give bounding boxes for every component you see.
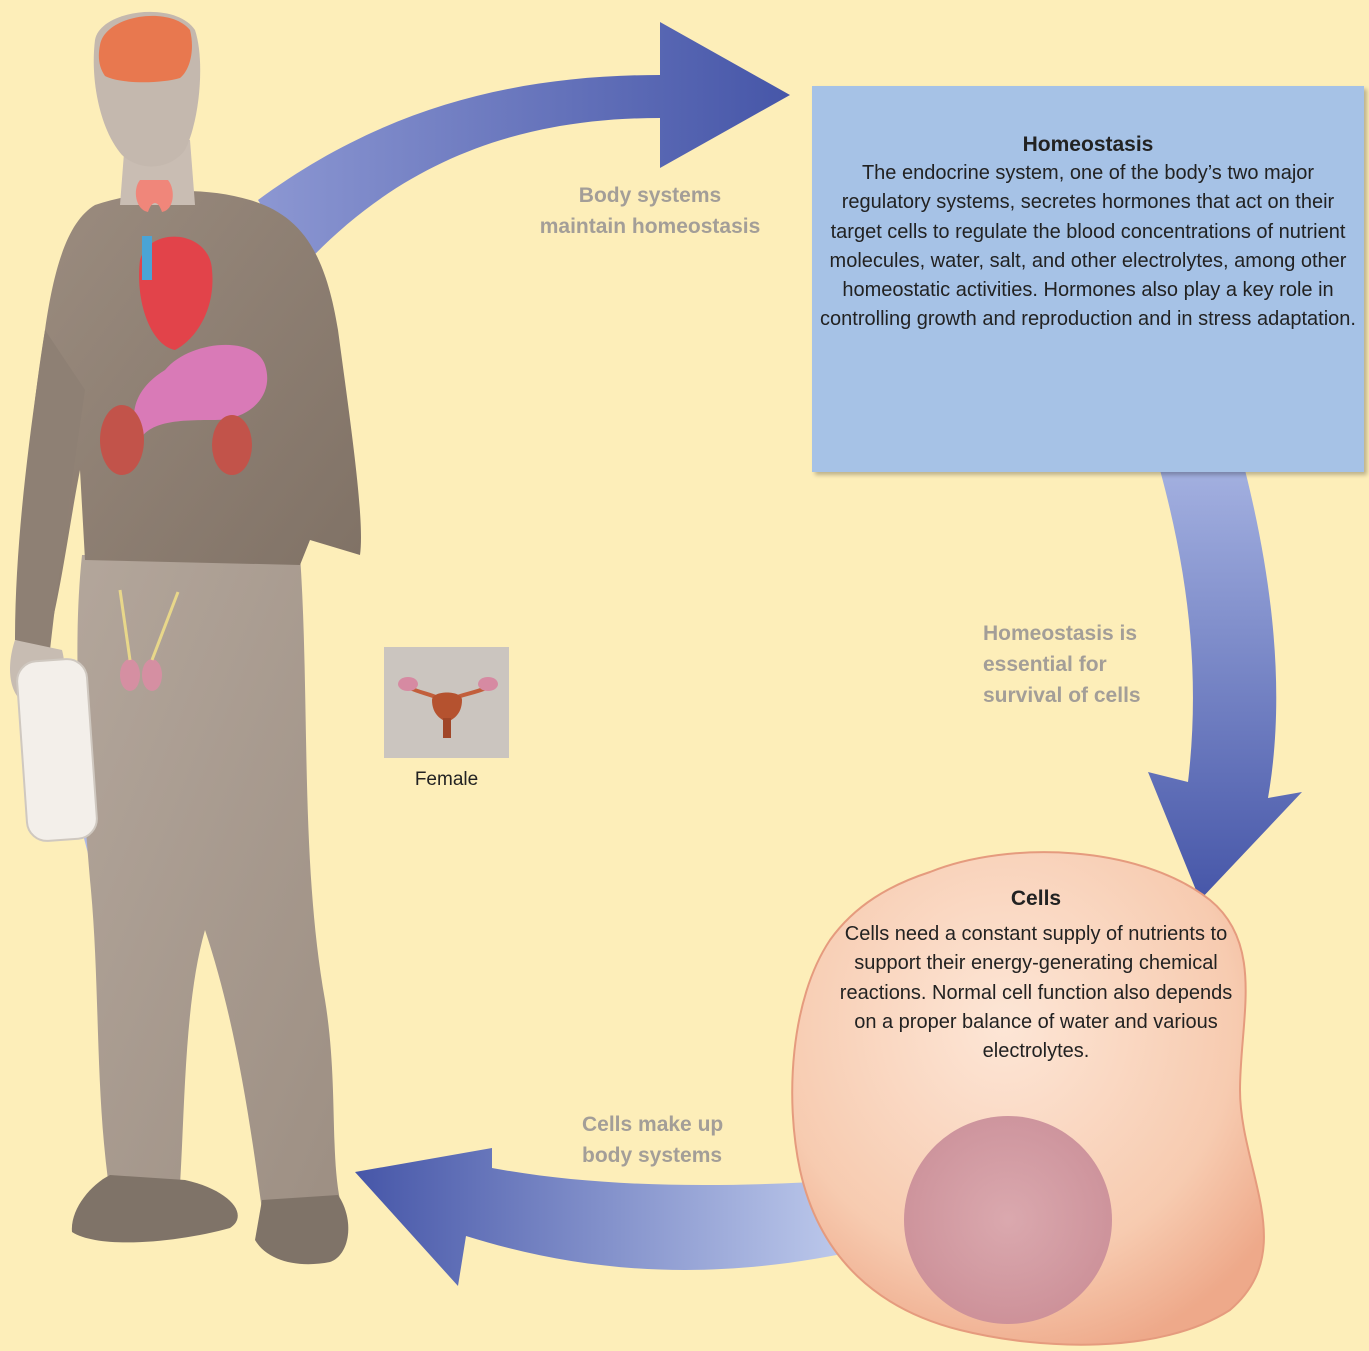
pants: [77, 555, 340, 1210]
label-line: essential for: [983, 649, 1203, 680]
cells-title: Cells: [838, 884, 1234, 914]
right-kidney: [212, 415, 252, 475]
label-line: maintain homeostasis: [505, 211, 795, 242]
left-testis: [120, 659, 140, 691]
homeostasis-title: Homeostasis: [812, 131, 1364, 159]
cells-box: Cells Cells need a constant supply of nu…: [838, 884, 1234, 1066]
aorta: [142, 236, 152, 280]
label-line: Body systems: [505, 180, 795, 211]
cell-nucleus: [904, 1116, 1112, 1324]
left-shoe: [72, 1175, 238, 1242]
label-line: survival of cells: [983, 680, 1203, 711]
rolled-paper: [16, 658, 98, 842]
label-cells-make-up-body-systems: Cells make up body systems: [582, 1109, 782, 1171]
female-reproductive-illustration: [384, 647, 509, 758]
female-label: Female: [384, 769, 509, 791]
label-body-systems-maintain-homeostasis: Body systems maintain homeostasis: [505, 180, 795, 242]
label-line: Homeostasis is: [983, 618, 1203, 649]
label-line: Cells make up: [582, 1109, 782, 1140]
right-shoe: [255, 1195, 348, 1264]
cells-description: Cells need a constant supply of nutrient…: [838, 920, 1234, 1066]
homeostasis-box: Homeostasis The endocrine system, one of…: [812, 86, 1364, 472]
right-testis: [142, 659, 162, 691]
homeostasis-description: The endocrine system, one of the body’s …: [812, 159, 1364, 335]
label-line: body systems: [582, 1140, 782, 1171]
left-kidney: [100, 405, 144, 475]
label-homeostasis-essential: Homeostasis is essential for survival of…: [983, 618, 1203, 711]
